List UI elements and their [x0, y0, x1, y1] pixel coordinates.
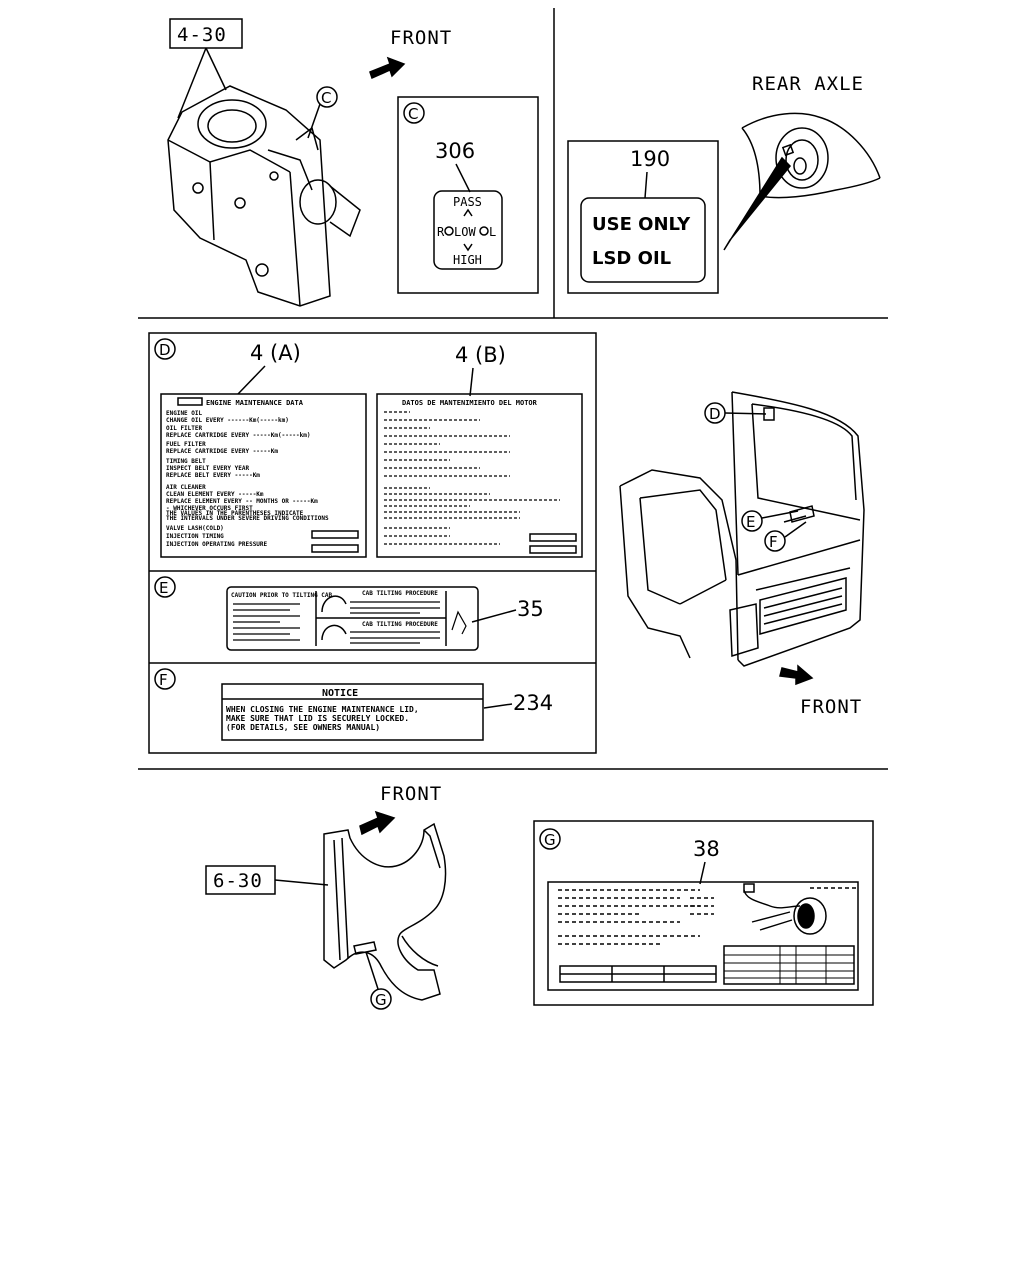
- callout-c-circle: [316, 86, 338, 108]
- svg-text:CLEAN ELEMENT EVERY -----Km: CLEAN ELEMENT EVERY -----Km: [166, 491, 264, 498]
- label-4b-title: DATOS DE MANTENIMIENTO DEL MOTOR: [402, 399, 538, 407]
- shift-low: LOW: [454, 225, 476, 239]
- svg-text:WHEN CLOSING THE ENGINE MAINTE: WHEN CLOSING THE ENGINE MAINTENANCE LID,: [226, 705, 419, 714]
- panel-def: D 4 (A) 4 (B) ENGINE MAINTENANCE DATA EN…: [148, 332, 597, 754]
- shift-l: L: [489, 225, 496, 239]
- part-35: 35: [517, 597, 544, 621]
- svg-text:INSPECT BELT EVERY YEAR: INSPECT BELT EVERY YEAR: [166, 465, 249, 472]
- label-35: [226, 586, 479, 651]
- svg-text:MAKE SURE THAT LID IS SECURELY: MAKE SURE THAT LID IS SECURELY LOCKED.: [226, 714, 409, 723]
- bottom-left-group: FRONT 6-30 G: [205, 783, 447, 1010]
- bottom-front-arrow-icon: [359, 810, 396, 836]
- cab-drawing: [619, 391, 865, 667]
- svg-text:TIMING BELT: TIMING BELT: [166, 458, 206, 465]
- bracket-drawing: [167, 85, 361, 307]
- side-panel-drawing: [323, 822, 447, 1001]
- label-4a: [160, 393, 367, 558]
- shift-r: R: [437, 225, 445, 239]
- panel-g: G 38: [533, 820, 874, 1006]
- panel-f-letter: F: [159, 671, 168, 689]
- svg-text:REPLACE CARTRIDGE EVERY -----K: REPLACE CARTRIDGE EVERY -----Km(-----km): [166, 432, 311, 439]
- ref-4-30-label: 4-30: [177, 24, 227, 46]
- shift-high: HIGH: [453, 253, 482, 267]
- callout-c-letter: C: [321, 89, 331, 107]
- svg-text:AIR CLEANER: AIR CLEANER: [166, 484, 206, 491]
- part-190: 190: [630, 147, 670, 171]
- panel-d-letter: D: [159, 341, 171, 359]
- part-234: 234: [513, 691, 553, 715]
- cab-group: D E F FRONT: [619, 391, 865, 718]
- rear-axle-group: REAR AXLE 190 USE ONLY LSD OIL: [567, 73, 881, 294]
- notice-title: NOTICE: [322, 688, 358, 699]
- part-38: 38: [693, 837, 720, 861]
- svg-text:CAB TILTING PROCEDURE: CAB TILTING PROCEDURE: [362, 590, 438, 597]
- part-4b: 4 (B): [455, 343, 506, 367]
- front-label-top: FRONT: [390, 27, 452, 49]
- cab-front-arrow-icon: [779, 664, 814, 686]
- front-label-bottom: FRONT: [380, 783, 442, 805]
- svg-text:REPLACE CARTRIDGE EVERY -----K: REPLACE CARTRIDGE EVERY -----Km: [166, 448, 278, 455]
- svg-text:CHANGE OIL EVERY ------Km(----: CHANGE OIL EVERY ------Km(-----km): [166, 417, 289, 424]
- top-left-group: 4-30 FRONT C: [167, 18, 452, 307]
- part-306: 306: [435, 139, 475, 163]
- panel-g-letter: G: [544, 831, 556, 849]
- cab-callout-e: E: [746, 513, 755, 531]
- svg-text:(FOR DETAILS, SEE OWNERS MANUA: (FOR DETAILS, SEE OWNERS MANUAL): [226, 723, 380, 732]
- svg-text:THE VALUES IN THE PARENTHESES: THE VALUES IN THE PARENTHESES INDICATE: [166, 510, 304, 517]
- front-arrow-icon: [369, 56, 406, 80]
- panel-c-letter: C: [408, 105, 418, 123]
- cab-callout-d: D: [709, 405, 721, 423]
- svg-text:ENGINE OIL: ENGINE OIL: [166, 410, 203, 417]
- svg-text:CAB TILTING PROCEDURE: CAB TILTING PROCEDURE: [362, 621, 438, 628]
- svg-text:OIL FILTER: OIL FILTER: [166, 425, 203, 432]
- svg-text:- WHICHEVER OCCURS FIRST: - WHICHEVER OCCURS FIRST: [166, 505, 253, 512]
- ref-6-30-label: 6-30: [213, 870, 263, 892]
- svg-text:REPLACE ELEMENT EVERY -- MONTH: REPLACE ELEMENT EVERY -- MONTHS OR -----…: [166, 498, 318, 505]
- shift-pass: PASS: [453, 195, 482, 209]
- panel-c: C 306 PASS R LOW L HIGH: [397, 96, 539, 294]
- svg-text:CAUTION PRIOR TO TILTING CAB: CAUTION PRIOR TO TILTING CAB: [231, 592, 333, 599]
- cab-callout-f: F: [769, 533, 778, 551]
- lsd-line2: LSD OIL: [592, 248, 671, 269]
- panel-e-letter: E: [159, 579, 168, 597]
- lsd-line1: USE ONLY: [592, 214, 691, 235]
- svg-text:REPLACE BELT EVERY -----Km: REPLACE BELT EVERY -----Km: [166, 472, 260, 479]
- callout-g-letter: G: [375, 991, 387, 1009]
- label-4a-title: ENGINE MAINTENANCE DATA: [206, 399, 304, 407]
- rear-axle-title: REAR AXLE: [752, 73, 864, 95]
- lsd-label-190: [580, 197, 706, 283]
- part-4a: 4 (A): [250, 341, 301, 365]
- svg-text:VALVE LASH(COLD): VALVE LASH(COLD): [166, 525, 224, 532]
- svg-text:INJECTION OPERATING PRESSURE: INJECTION OPERATING PRESSURE: [166, 541, 268, 548]
- shift-label-306: [433, 190, 503, 270]
- axle-drawing: [723, 112, 881, 251]
- label-38: [547, 881, 859, 991]
- svg-text:THE INTERVALS UNDER SEVERE DRI: THE INTERVALS UNDER SEVERE DRIVING CONDI…: [166, 515, 329, 522]
- svg-text:INJECTION TIMING: INJECTION TIMING: [166, 533, 224, 540]
- svg-text:FUEL FILTER: FUEL FILTER: [166, 441, 206, 448]
- notice-label-234: [221, 683, 484, 741]
- cab-front-label: FRONT: [800, 696, 862, 718]
- label-4b: [376, 393, 583, 558]
